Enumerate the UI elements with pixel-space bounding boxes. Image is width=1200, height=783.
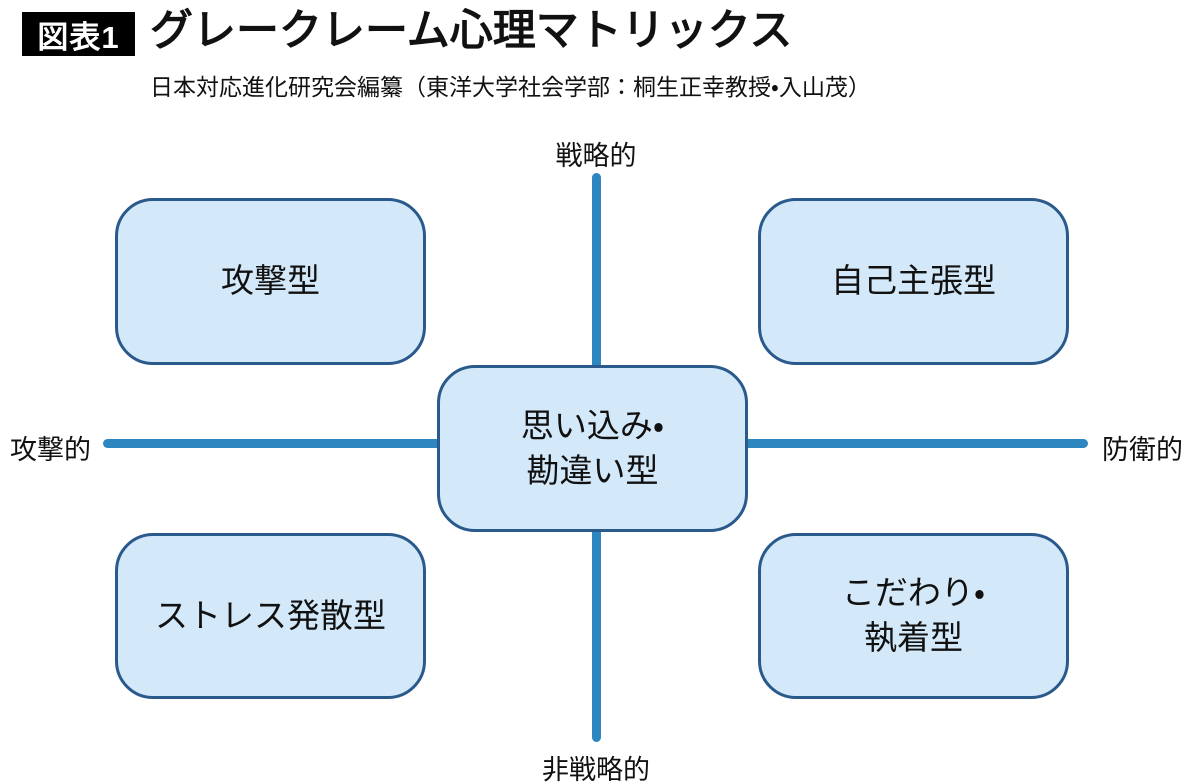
axis-label-left: 攻撃的 [10, 435, 91, 465]
quadrant-box-top-right: 自己主張型 [758, 198, 1069, 365]
axis-label-top: 戦略的 [555, 141, 637, 171]
page-title: グレークレーム心理マトリックス [150, 7, 793, 55]
quadrant-box-center: 思い込み・ 勘違い型 [437, 365, 748, 532]
figure-number-badge: 図表1 [22, 12, 135, 56]
quadrant-box-bottom-right: こだわり・ 執着型 [758, 533, 1069, 699]
axis-label-bottom: 非戦略的 [542, 755, 650, 783]
quadrant-label-center: 思い込み・ 勘違い型 [520, 406, 665, 489]
quadrant-box-top-left: 攻撃型 [115, 198, 426, 365]
quadrant-label-top-right: 自己主張型 [831, 262, 996, 300]
axis-label-right: 防衛的 [1102, 435, 1183, 465]
quadrant-label-bottom-left: ストレス発散型 [155, 596, 386, 634]
quadrant-label-bottom-right: こだわり・ 執着型 [841, 574, 986, 656]
quadrant-box-bottom-left: ストレス発散型 [115, 533, 426, 699]
quadrant-label-top-left: 攻撃型 [221, 262, 320, 300]
page-subtitle: 日本対応進化研究会編纂（東洋大学社会学部：桐生正幸教授・入山茂） [150, 74, 871, 100]
